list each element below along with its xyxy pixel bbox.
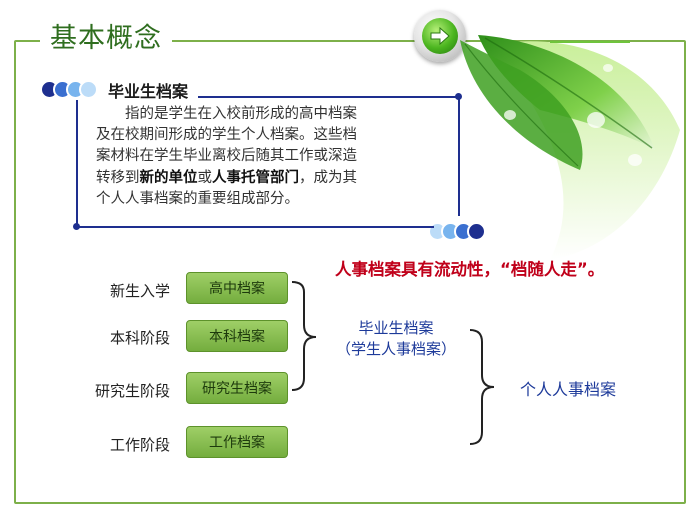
record-pill: 研究生档案 xyxy=(186,372,288,404)
box-border-top xyxy=(198,96,460,98)
decor-dots-left xyxy=(40,80,98,99)
record-pill: 本科档案 xyxy=(186,320,288,352)
next-button[interactable] xyxy=(414,10,466,62)
definition-line: 转移到新的单位或人事托管部门，成为其 xyxy=(96,167,440,189)
stage-label: 新生入学 xyxy=(109,282,170,300)
record-pill: 高中档案 xyxy=(186,272,288,304)
box-corner-dot xyxy=(73,223,80,230)
stage-label: 研究生阶段 xyxy=(94,382,170,400)
box-border-left xyxy=(76,100,78,228)
definition-text-segment: 转移到 xyxy=(96,170,140,186)
stage-label: 本科阶段 xyxy=(109,329,170,347)
flow-note: 人事档案具有流动性，“档随人走”。 xyxy=(335,260,605,279)
stage-label: 工作阶段 xyxy=(109,436,170,454)
highlight-new-unit: 新的单位 xyxy=(139,169,198,186)
definition-line: 及在校期间形成的学生个人档案。这些档 xyxy=(96,127,357,143)
definition-text: 指的是学生在入校前形成的高中档案 及在校期间形成的学生个人档案。这些档 案材料在… xyxy=(96,104,440,210)
title-wrap: 基本概念 xyxy=(40,16,172,55)
leaf-decoration xyxy=(460,35,680,260)
highlight-trust-dept: 人事托管部门 xyxy=(212,169,299,186)
graduate-record-label: 毕业生档案 xyxy=(358,319,434,337)
definition-title: 毕业生档案 xyxy=(108,82,189,101)
box-border-bottom xyxy=(76,226,434,228)
definition-line: 案材料在学生毕业离校后随其工作或深造 xyxy=(96,148,357,164)
student-personnel-record-label: （学生人事档案） xyxy=(336,340,457,358)
page-title: 基本概念 xyxy=(50,23,162,54)
definition-line: 指的是学生在入校前形成的高中档案 xyxy=(125,106,357,122)
box-corner-dot xyxy=(455,93,462,100)
next-button-inner xyxy=(422,18,458,54)
definition-line: 个人人事档案的重要组成部分。 xyxy=(96,191,299,207)
record-pill: 工作档案 xyxy=(186,426,288,458)
box-border-right xyxy=(458,96,460,216)
definition-text-segment: ，成为其 xyxy=(299,170,357,186)
personal-record-label: 个人人事档案 xyxy=(520,380,617,399)
arrow-right-icon xyxy=(430,26,450,46)
decor-dots-right xyxy=(428,222,486,241)
definition-text-segment: 或 xyxy=(197,170,213,186)
